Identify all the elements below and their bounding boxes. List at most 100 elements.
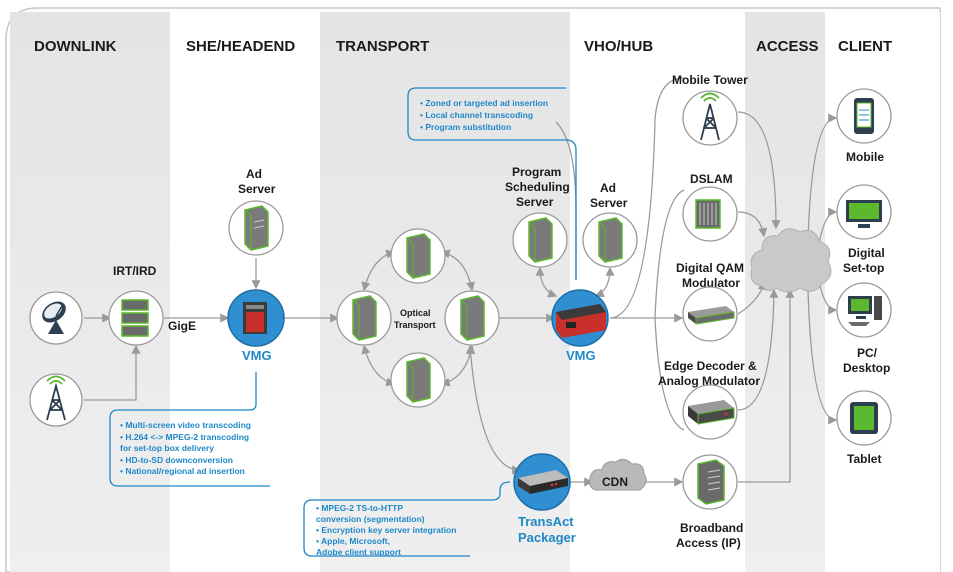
vmg-2-label: VMG xyxy=(566,348,596,363)
packager-appliance-icon xyxy=(518,470,568,494)
mobile-label: Mobile xyxy=(846,150,884,164)
server-stack-icon xyxy=(121,299,149,337)
program-sched-label-line3: Server xyxy=(516,195,554,209)
settop-label-line1: Digital xyxy=(848,246,885,260)
vmg-note-line1: • Multi-screen video transcoding xyxy=(120,420,251,430)
dslam-node xyxy=(682,186,738,242)
satellite-dish-icon xyxy=(42,301,66,334)
program-sched-label-line2: Scheduling xyxy=(505,180,570,194)
vmg-note-line4: • HD-to-SD downconversion xyxy=(120,455,233,465)
packager-note-callout: • MPEG-2 TS-to-HTTP conversion (segmenta… xyxy=(303,481,511,557)
edge-label-line2: Analog Modulator xyxy=(658,374,760,388)
packager-note-line3: • Encryption key server integration xyxy=(316,525,456,535)
pc-label-line1: PC/ xyxy=(857,346,878,360)
settop-label-line2: Set-top xyxy=(843,261,884,275)
col-downlink: DOWNLINK xyxy=(34,38,117,55)
gige-label: GigE xyxy=(168,319,196,333)
edge-node xyxy=(682,384,738,440)
tablet-label: Tablet xyxy=(847,452,881,466)
ad-server-1-node xyxy=(228,200,284,256)
qam-label-line2: Modulator xyxy=(682,276,740,290)
settop-client-node xyxy=(836,184,892,240)
antenna-tower-node xyxy=(29,373,83,427)
access-cloud xyxy=(750,228,832,293)
optical-server-right xyxy=(444,290,500,346)
broadband-label-line2: Access (IP) xyxy=(676,536,741,550)
mobile-client-node xyxy=(836,88,892,144)
ad-server-1-label-line1: Ad xyxy=(246,167,262,181)
irt-ird-node xyxy=(108,290,164,346)
col-transport: TRANSPORT xyxy=(336,38,429,55)
transact-label-line1: TransAct xyxy=(518,514,574,529)
ad-server-1-label-line2: Server xyxy=(238,182,276,196)
tablet-icon xyxy=(850,402,878,434)
dslam-label: DSLAM xyxy=(690,172,733,186)
optical-server-top xyxy=(390,228,446,284)
dslam-chassis-icon xyxy=(695,199,721,229)
satellite-dish-node xyxy=(29,291,83,345)
packager-note-line5: Adobe client support xyxy=(316,547,401,557)
col-headend: SHE/HEADEND xyxy=(186,38,295,55)
server-icon xyxy=(244,205,269,251)
cdn-cloud: CDN xyxy=(589,458,647,491)
optical-server-bottom xyxy=(390,352,446,408)
mobile-tower-node xyxy=(682,90,738,146)
server-icon xyxy=(460,295,485,341)
col-vho-hub: VHO/HUB xyxy=(584,38,653,55)
packager-note-line2: conversion (segmentation) xyxy=(316,514,425,524)
optical-label-line1: Optical xyxy=(400,308,431,318)
vmg-note-line3: for set-top box delivery xyxy=(120,443,214,453)
qam-node xyxy=(682,286,738,342)
vho-note-callout: • Zoned or targeted ad insertion • Local… xyxy=(407,87,577,280)
vmg-blade-icon xyxy=(556,304,606,338)
vho-note-line2: • Local channel transcoding xyxy=(420,110,533,120)
irt-label: IRT/IRD xyxy=(113,264,157,278)
server-icon xyxy=(406,357,431,403)
vmg-1-label: VMG xyxy=(242,348,272,363)
decoder-icon xyxy=(688,400,735,425)
ad-server-2-label-line1: Ad xyxy=(600,181,616,195)
server-rack-icon xyxy=(697,459,725,505)
smartphone-icon xyxy=(854,98,874,134)
pc-label-line2: Desktop xyxy=(843,361,890,375)
vmg-note-line2: • H.264 <-> MPEG-2 transcoding xyxy=(120,432,249,442)
qam-label-line1: Digital QAM xyxy=(676,261,744,275)
vho-note-line3: • Program substitution xyxy=(420,122,511,132)
desktop-computer-icon xyxy=(848,296,882,326)
vmg-chassis-icon xyxy=(243,302,267,334)
mobile-tower-label: Mobile Tower xyxy=(672,73,748,87)
antenna-tower-icon xyxy=(700,92,720,141)
vmg-note-callout: • Multi-screen video transcoding • H.264… xyxy=(109,372,270,487)
transact-label-line2: Packager xyxy=(518,530,576,545)
band-downlink xyxy=(10,12,170,572)
cdn-label: CDN xyxy=(602,475,628,489)
ad-server-2-node xyxy=(582,212,638,268)
antenna-tower-icon xyxy=(46,375,66,421)
pc-client-node xyxy=(836,282,892,338)
col-access: ACCESS xyxy=(756,38,819,55)
broadband-label-line1: Broadband xyxy=(680,521,743,535)
transact-packager-node xyxy=(513,453,571,511)
program-sched-node xyxy=(512,212,568,268)
tv-icon xyxy=(846,200,882,228)
vmg-note-line5: • National/regional ad insertion xyxy=(120,466,245,476)
server-icon xyxy=(598,217,623,263)
optical-label-line2: Transport xyxy=(394,320,436,330)
packager-note-line4: • Apple, Microsoft, xyxy=(316,536,390,546)
program-sched-label-line1: Program xyxy=(512,165,561,179)
vmg-1-node xyxy=(227,289,285,347)
optical-server-left xyxy=(336,290,392,346)
modulator-icon xyxy=(688,306,735,325)
server-icon xyxy=(352,295,377,341)
col-client: CLIENT xyxy=(838,38,892,55)
server-icon xyxy=(406,233,431,279)
packager-note-line1: • MPEG-2 TS-to-HTTP xyxy=(316,503,403,513)
broadband-node xyxy=(682,454,738,510)
vho-note-line1: • Zoned or targeted ad insertion xyxy=(420,98,548,108)
tablet-client-node xyxy=(836,390,892,446)
edge-label-line1: Edge Decoder & xyxy=(664,359,757,373)
vmg-2-node xyxy=(551,289,609,347)
server-icon xyxy=(528,217,553,263)
